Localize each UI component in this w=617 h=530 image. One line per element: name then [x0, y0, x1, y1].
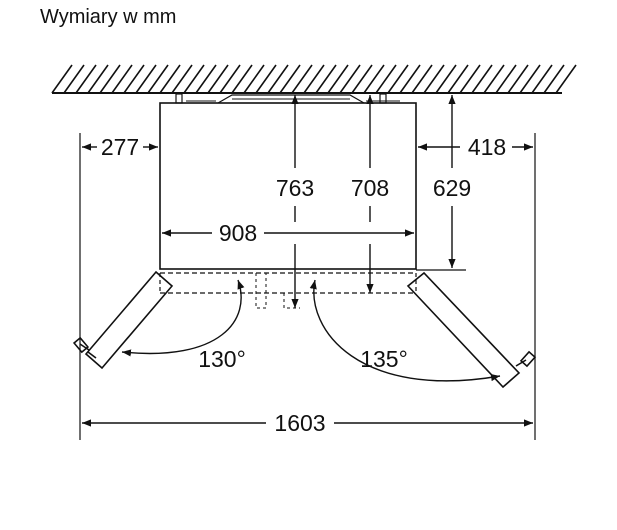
hatch-line — [291, 64, 313, 94]
width-label: 908 — [219, 220, 257, 246]
hatch-line — [447, 64, 469, 94]
left-door-swing-arc — [121, 279, 245, 357]
right-door-swing-arc — [309, 279, 501, 382]
hatch-line — [267, 64, 289, 94]
depth-total-label: 763 — [276, 175, 314, 201]
dimension-left-clearance: 277 — [82, 134, 158, 160]
hatch-line — [255, 64, 277, 94]
fridge-body — [159, 93, 417, 309]
dimension-depth-wall: 629 — [433, 95, 471, 268]
hatch-line — [111, 64, 133, 94]
hatch-line — [63, 64, 85, 94]
hatch-line — [315, 64, 337, 94]
dimension-depth-body: 708 — [351, 95, 389, 293]
hatch-line — [507, 64, 529, 94]
hatch-line — [135, 64, 157, 94]
hatch-line — [219, 64, 241, 94]
hatch-line — [207, 64, 229, 94]
hatch-line — [435, 64, 457, 94]
dimension-depth-total: 763 — [276, 95, 314, 308]
hatch-line — [87, 64, 109, 94]
right-door-angle: 135° — [360, 346, 408, 372]
hatch-line — [531, 64, 553, 94]
hatch-line — [159, 64, 181, 94]
hatch-line — [99, 64, 121, 94]
left-clearance-label: 277 — [101, 134, 139, 160]
hatch-line — [555, 64, 577, 94]
hatch-line — [423, 64, 445, 94]
hatch-line — [495, 64, 517, 94]
hatch-line — [375, 64, 397, 94]
hatch-line — [471, 64, 493, 94]
hatch-line — [327, 64, 349, 94]
hatch-line — [459, 64, 481, 94]
wall-hatching — [51, 64, 577, 94]
hatch-line — [75, 64, 97, 94]
hatch-line — [363, 64, 385, 94]
hatch-line — [519, 64, 541, 94]
hatch-line — [123, 64, 145, 94]
dimension-width: 908 — [162, 220, 414, 246]
hatch-line — [483, 64, 505, 94]
right-clearance-label: 418 — [468, 134, 506, 160]
hatch-line — [183, 64, 205, 94]
diagram-title: Wymiary w mm — [40, 6, 177, 28]
dimension-right-clearance: 418 — [418, 134, 533, 160]
depth-wall-label: 629 — [433, 175, 471, 201]
hatch-line — [399, 64, 421, 94]
hatch-line — [351, 64, 373, 94]
hatch-line — [147, 64, 169, 94]
hatch-line — [411, 64, 433, 94]
hatch-line — [279, 64, 301, 94]
hatch-line — [387, 64, 409, 94]
dimension-total-open: 1603 — [82, 410, 533, 436]
hatch-line — [303, 64, 325, 94]
hatch-line — [231, 64, 253, 94]
right-door — [406, 271, 537, 389]
hatch-line — [51, 64, 73, 94]
hatch-line — [543, 64, 565, 94]
hatch-line — [243, 64, 265, 94]
hatch-line — [195, 64, 217, 94]
extension-lines — [79, 133, 536, 440]
total-open-label: 1603 — [274, 410, 325, 436]
left-door-angle: 130° — [198, 346, 246, 372]
depth-body-label: 708 — [351, 175, 389, 201]
hatch-line — [339, 64, 361, 94]
hatch-line — [171, 64, 193, 94]
